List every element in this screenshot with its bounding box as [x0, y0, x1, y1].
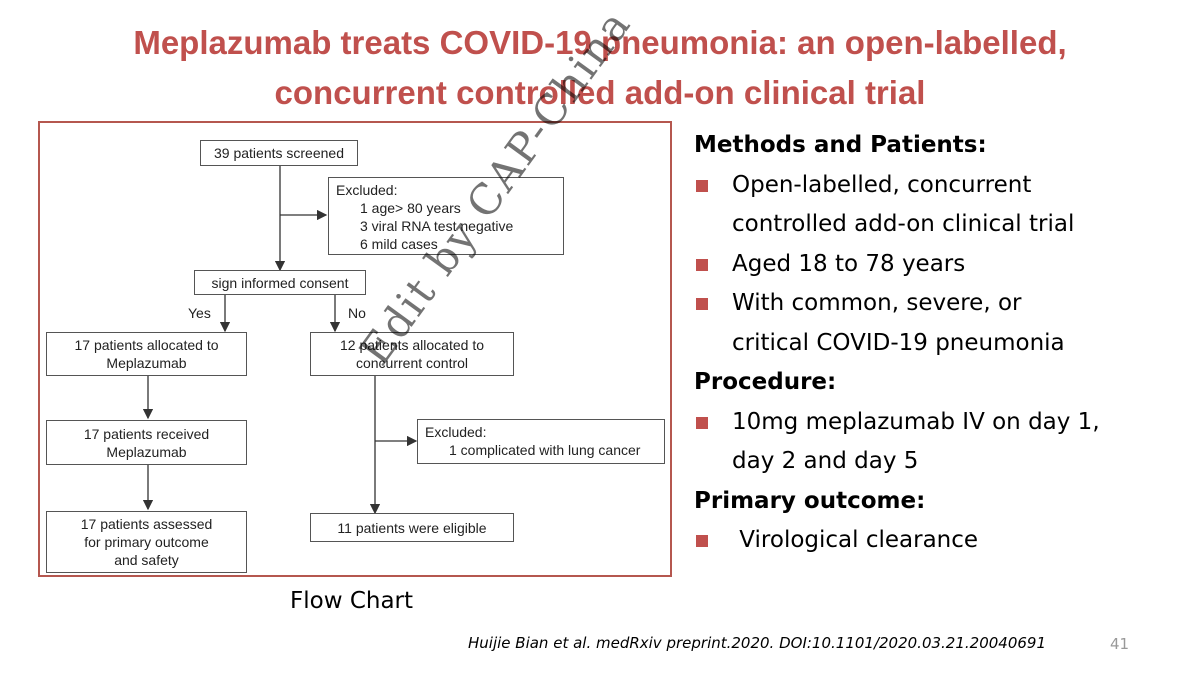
- flowchart-frame: 39 patients screened Excluded: 1 age> 80…: [38, 121, 672, 577]
- excluded1-item: 6 mild cases: [360, 236, 438, 252]
- excluded1-box: Excluded: 1 age> 80 years 3 viral RNA te…: [328, 177, 564, 255]
- screened-box: 39 patients screened: [200, 140, 358, 166]
- bullet-square-icon: [696, 179, 708, 192]
- screened-text: 39 patients screened: [214, 145, 344, 161]
- no-label: No: [348, 305, 366, 321]
- allocated-meplazumab-box: 17 patients allocated to Meplazumab: [46, 332, 247, 376]
- assessed-line: and safety: [114, 552, 179, 568]
- methods-bullet: Open-labelled, concurrent controlled add…: [694, 166, 1174, 245]
- eligible-text: 11 patients were eligible: [337, 519, 487, 536]
- bullet-line: 10mg meplazumab IV on day 1,: [732, 408, 1100, 435]
- received-box: 17 patients received Meplazumab: [46, 420, 247, 465]
- page-number: 41: [1110, 635, 1130, 653]
- bullet-line: critical COVID-19 pneumonia: [732, 329, 1065, 356]
- yes-label: Yes: [188, 305, 211, 321]
- allocated-control-box: 12 patients allocated to concurrent cont…: [310, 332, 514, 376]
- citation: Huijie Bian et al. medRxiv preprint.2020…: [468, 634, 1047, 652]
- outcome-bullet: Virological clearance: [694, 521, 1174, 561]
- outcome-heading: Primary outcome:: [694, 487, 926, 514]
- allocated-meplazumab-line: 17 patients allocated to: [74, 337, 219, 353]
- excluded1-title: Excluded:: [336, 182, 398, 198]
- bullet-line: controlled add-on clinical trial: [732, 211, 1075, 237]
- procedure-bullet: 10mg meplazumab IV on day 1, day 2 and d…: [694, 403, 1174, 482]
- allocated-meplazumab-line: Meplazumab: [106, 355, 187, 371]
- received-line: Meplazumab: [106, 443, 187, 460]
- methods-bullet: With common, severe, or critical COVID-1…: [694, 284, 1174, 363]
- allocated-control-line: 12 patients allocated to: [340, 337, 484, 353]
- bullet-line: With common, severe, or: [732, 290, 1022, 316]
- summary-panel: Methods and Patients: Open-labelled, con…: [694, 126, 1174, 561]
- received-line: 17 patients received: [83, 425, 210, 442]
- excluded1-item: 1 age> 80 years: [360, 200, 461, 216]
- consent-text: sign informed consent: [211, 274, 349, 291]
- bullet-line: day 2 and day 5: [732, 448, 919, 474]
- slide-title: Meplazumab treats COVID-19 pneumonia: an…: [0, 18, 1200, 118]
- methods-heading: Methods and Patients:: [694, 132, 987, 158]
- excluded2-title: Excluded:: [425, 424, 487, 440]
- bullet-square-icon: [696, 535, 708, 547]
- bullet-square-icon: [696, 258, 708, 271]
- consent-box: sign informed consent: [194, 270, 366, 295]
- procedure-heading: Procedure:: [694, 369, 837, 395]
- excluded2-item: 1 complicated with lung cancer: [449, 442, 641, 458]
- flowchart-caption: Flow Chart: [290, 588, 414, 614]
- bullet-square-icon: [696, 298, 708, 310]
- excluded1-item: 3 viral RNA test negative: [360, 218, 514, 234]
- bullet-line: Open-labelled, concurrent: [732, 171, 1032, 198]
- assessed-line: for primary outcome: [84, 534, 209, 550]
- allocated-control-line: concurrent control: [355, 355, 469, 371]
- title-line-2: concurrent controlled add-on clinical tr…: [274, 74, 926, 111]
- methods-bullet: Aged 18 to 78 years: [694, 245, 1174, 285]
- excluded2-box: Excluded: 1 complicated with lung cancer: [417, 419, 665, 464]
- flowchart-connectors: [142, 165, 418, 515]
- bullet-line: Aged 18 to 78 years: [732, 250, 966, 277]
- bullet-square-icon: [696, 416, 708, 429]
- assessed-box: 17 patients assessed for primary outcome…: [46, 511, 247, 573]
- eligible-box: 11 patients were eligible: [310, 513, 514, 542]
- bullet-line: Virological clearance: [732, 527, 979, 553]
- assessed-line: 17 patients assessed: [80, 516, 213, 532]
- title-line-1: Meplazumab treats COVID-19 pneumonia: an…: [133, 24, 1067, 61]
